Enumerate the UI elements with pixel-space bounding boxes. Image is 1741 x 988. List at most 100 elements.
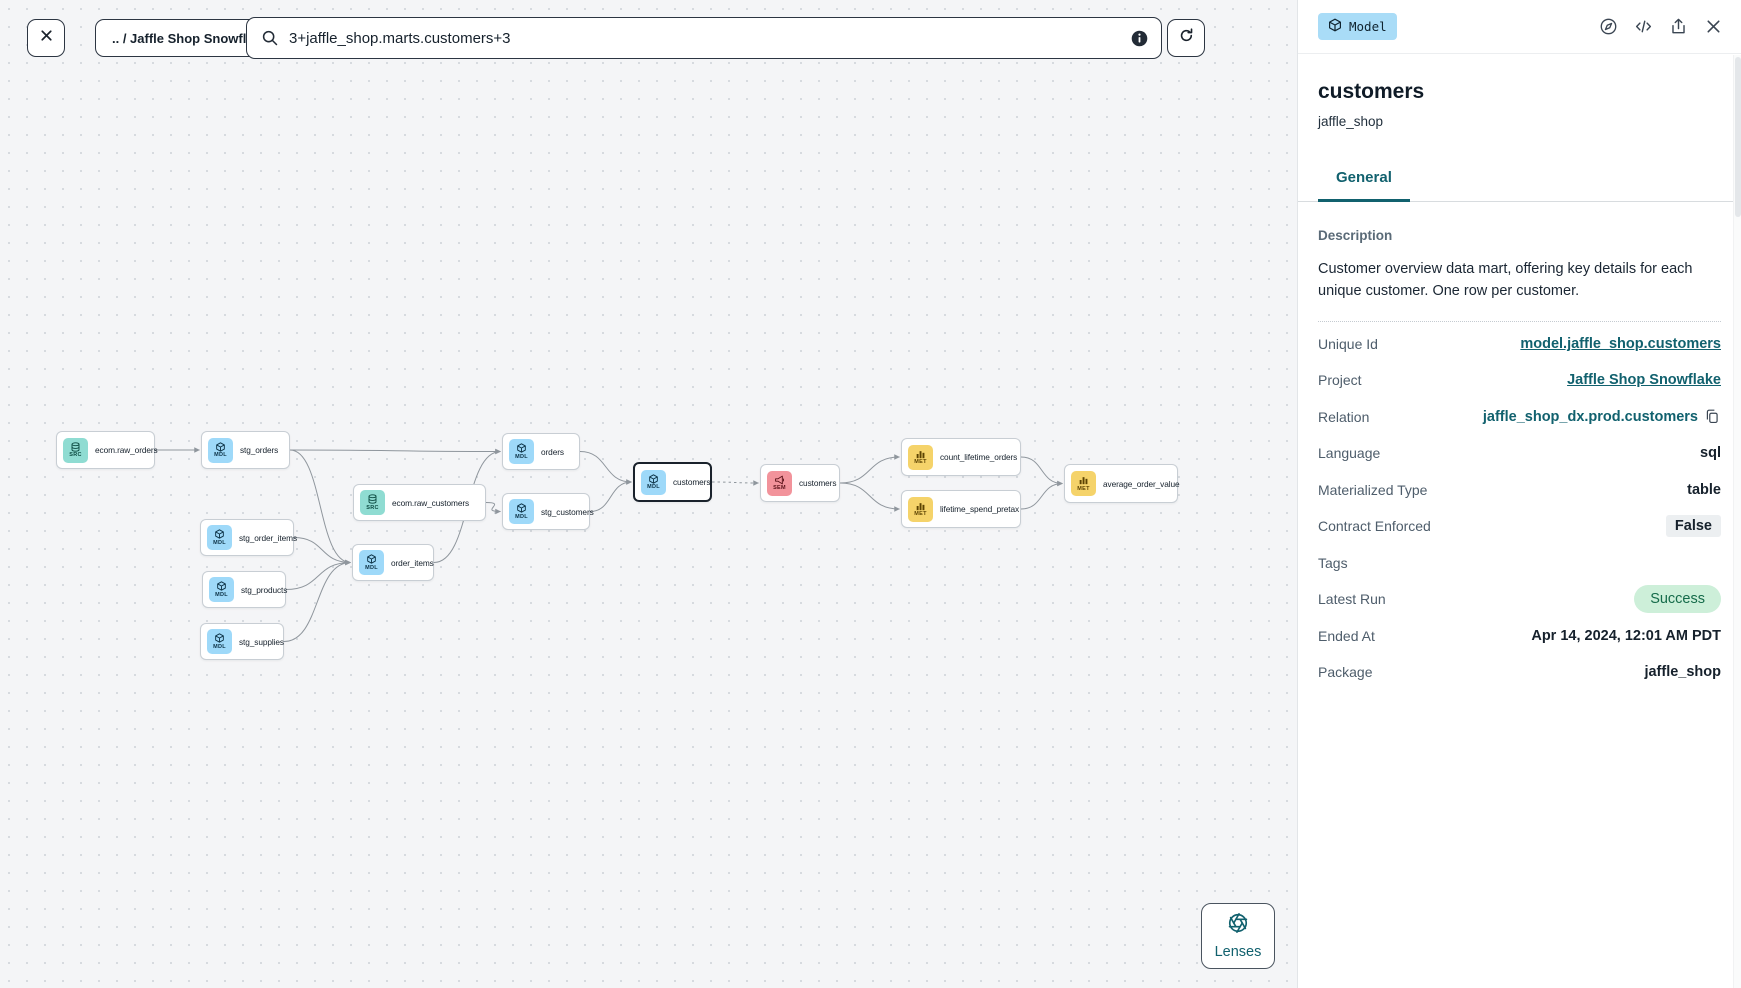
- dag-node-label: average_order_value: [1103, 478, 1180, 489]
- bar-chart-icon: MET: [908, 496, 933, 522]
- detail-row: Latest Run Success: [1318, 581, 1721, 618]
- detail-label: Package: [1318, 664, 1373, 681]
- copy-icon[interactable]: [1704, 408, 1721, 425]
- search-input[interactable]: [289, 29, 1120, 47]
- detail-label: Materialized Type: [1318, 481, 1428, 498]
- cube-icon: MDL: [207, 525, 232, 550]
- dag-node-lifetime_spend_pretax[interactable]: MET lifetime_spend_pretax: [901, 490, 1021, 528]
- dag-edge-stg_orders-orders: [289, 448, 501, 455]
- resource-type-badge: Model: [1318, 13, 1397, 40]
- dag-edge-customers-customers_sem: [711, 480, 759, 486]
- cube-icon: MDL: [641, 469, 666, 495]
- dag-node-label: stg_customers: [541, 506, 594, 517]
- refresh-icon: [1178, 27, 1195, 49]
- value-text: table: [1687, 481, 1721, 498]
- code-icon[interactable]: [1634, 17, 1653, 36]
- detail-label: Language: [1318, 445, 1381, 462]
- close-panel-icon[interactable]: [1704, 17, 1723, 36]
- cube-icon: MDL: [509, 499, 534, 524]
- dag-edge-raw_customers-stg_customers: [485, 502, 501, 515]
- detail-row: Materialized Type table: [1318, 472, 1721, 509]
- bar-chart-icon: MET: [908, 444, 933, 470]
- detail-value: Success: [1634, 585, 1721, 614]
- page-title: customers: [1318, 80, 1425, 103]
- close-icon: [38, 27, 55, 49]
- cube-icon: MDL: [209, 577, 234, 602]
- detail-row: Package jaffle_shop: [1318, 654, 1721, 691]
- close-lineage-button[interactable]: [27, 19, 65, 57]
- tab-general[interactable]: General: [1318, 163, 1410, 202]
- scrollbar-thumb[interactable]: [1735, 57, 1741, 217]
- detail-label: Project: [1318, 372, 1362, 389]
- info-icon[interactable]: [1130, 29, 1149, 48]
- value-text: jaffle_shop: [1644, 664, 1721, 681]
- details-panel: Model customers jaffle_shop General Desc…: [1297, 0, 1741, 988]
- dag-node-orders[interactable]: MDL orders: [502, 433, 580, 470]
- detail-row: Tags: [1318, 545, 1721, 582]
- dag-node-stg_products[interactable]: MDL stg_products: [202, 571, 288, 608]
- breadcrumb-label: .. / Jaffle Shop Snowflake: [112, 30, 269, 46]
- detail-label: Latest Run: [1318, 591, 1386, 608]
- divider: [1318, 320, 1721, 322]
- dag-node-stg_customers[interactable]: MDL stg_customers: [502, 493, 594, 530]
- explore-compass-icon[interactable]: [1599, 17, 1618, 36]
- detail-value: False: [1665, 515, 1721, 538]
- dag-node-label: orders: [541, 446, 564, 457]
- dag-node-label: stg_products: [241, 584, 288, 595]
- bar-chart-icon: MET: [1071, 471, 1096, 496]
- value-badge: False: [1665, 515, 1721, 538]
- cube-icon: MDL: [208, 437, 233, 463]
- lenses-button[interactable]: Lenses: [1201, 903, 1275, 969]
- value-text: sql: [1700, 445, 1721, 462]
- status-badge: Success: [1634, 585, 1721, 614]
- dag-edge-count_lifetime_orders-average_order_value: [1020, 456, 1063, 487]
- megaphone-icon: SEM: [767, 470, 792, 496]
- detail-label: Ended At: [1318, 627, 1375, 644]
- share-icon[interactable]: [1669, 17, 1688, 36]
- refresh-button[interactable]: [1167, 19, 1205, 57]
- dag-edge-stg_products-order_items: [285, 559, 351, 590]
- dag-node-stg_orders[interactable]: MDL stg_orders: [201, 431, 290, 469]
- dag-node-order_items[interactable]: MDL order_items: [352, 544, 434, 581]
- detail-link[interactable]: model.jaffle_shop.customers: [1520, 335, 1721, 352]
- lenses-label: Lenses: [1214, 944, 1262, 960]
- dag-node-label: stg_orders: [240, 445, 279, 455]
- detail-row: Ended At Apr 14, 2024, 12:01 AM PDT: [1318, 618, 1721, 655]
- dag-node-label: ecom.raw_customers: [392, 497, 470, 508]
- dag-node-label: order_items: [391, 557, 434, 568]
- dag-node-label: count_lifetime_orders: [940, 452, 1018, 462]
- detail-row: Unique Id model.jaffle_shop.customers: [1318, 326, 1721, 363]
- dag-node-count_lifetime_orders[interactable]: MET count_lifetime_orders: [901, 438, 1021, 476]
- dag-edge-stg_customers-customers: [589, 479, 632, 512]
- detail-label: Contract Enforced: [1318, 518, 1431, 535]
- detail-link[interactable]: Jaffle Shop Snowflake: [1567, 372, 1721, 389]
- relation-value: jaffle_shop_dx.prod.customers: [1482, 408, 1698, 425]
- description-text: Customer overview data mart, offering ke…: [1318, 261, 1693, 299]
- dag-node-average_order_value[interactable]: MET average_order_value: [1064, 464, 1180, 503]
- cube-icon: MDL: [509, 439, 534, 464]
- detail-label: Unique Id: [1318, 335, 1378, 352]
- detail-label: Tags: [1318, 554, 1348, 571]
- aperture-icon: [1227, 912, 1249, 939]
- cube-icon: MDL: [207, 629, 232, 654]
- description-heading: Description: [1318, 228, 1393, 243]
- dag-node-label: lifetime_spend_pretax: [940, 504, 1020, 514]
- panel-scrollbar[interactable]: [1733, 55, 1741, 988]
- cube-icon: MDL: [359, 550, 384, 575]
- detail-value: sql: [1700, 445, 1721, 461]
- project-subtitle: jaffle_shop: [1318, 114, 1384, 129]
- detail-value: Apr 14, 2024, 12:01 AM PDT: [1531, 628, 1721, 644]
- dag-node-label: ecom.raw_orders: [95, 445, 158, 455]
- dag-edge-stg_orders-order_items: [289, 449, 351, 566]
- lineage-search: [246, 17, 1162, 59]
- resource-type-label: Model: [1349, 19, 1387, 34]
